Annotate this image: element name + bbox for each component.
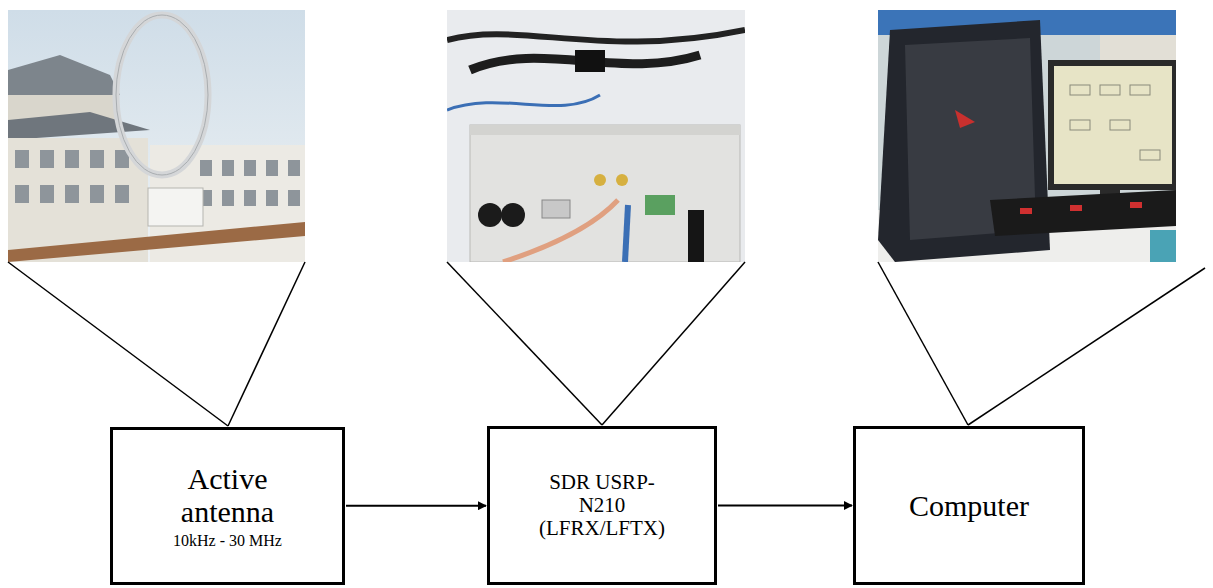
node-label: SDR USRP-N210 (LFRX/LFTX) (527, 471, 677, 540)
computer-box: Computer (853, 426, 1085, 585)
antenna-box: Active antenna 10kHz - 30 MHz (110, 427, 345, 585)
leader-lines (8, 262, 1205, 426)
node-sublabel: 10kHz - 30 MHz (173, 532, 282, 550)
node-label: Active antenna (158, 462, 298, 528)
sdr-box: SDR USRP-N210 (LFRX/LFTX) (487, 426, 717, 585)
flow-arrow (346, 505, 486, 507)
computer-photo (878, 10, 1176, 262)
usrp-photo (447, 10, 745, 262)
flow-arrow (718, 505, 852, 507)
node-label: Computer (909, 489, 1029, 522)
antenna-photo (8, 10, 305, 262)
